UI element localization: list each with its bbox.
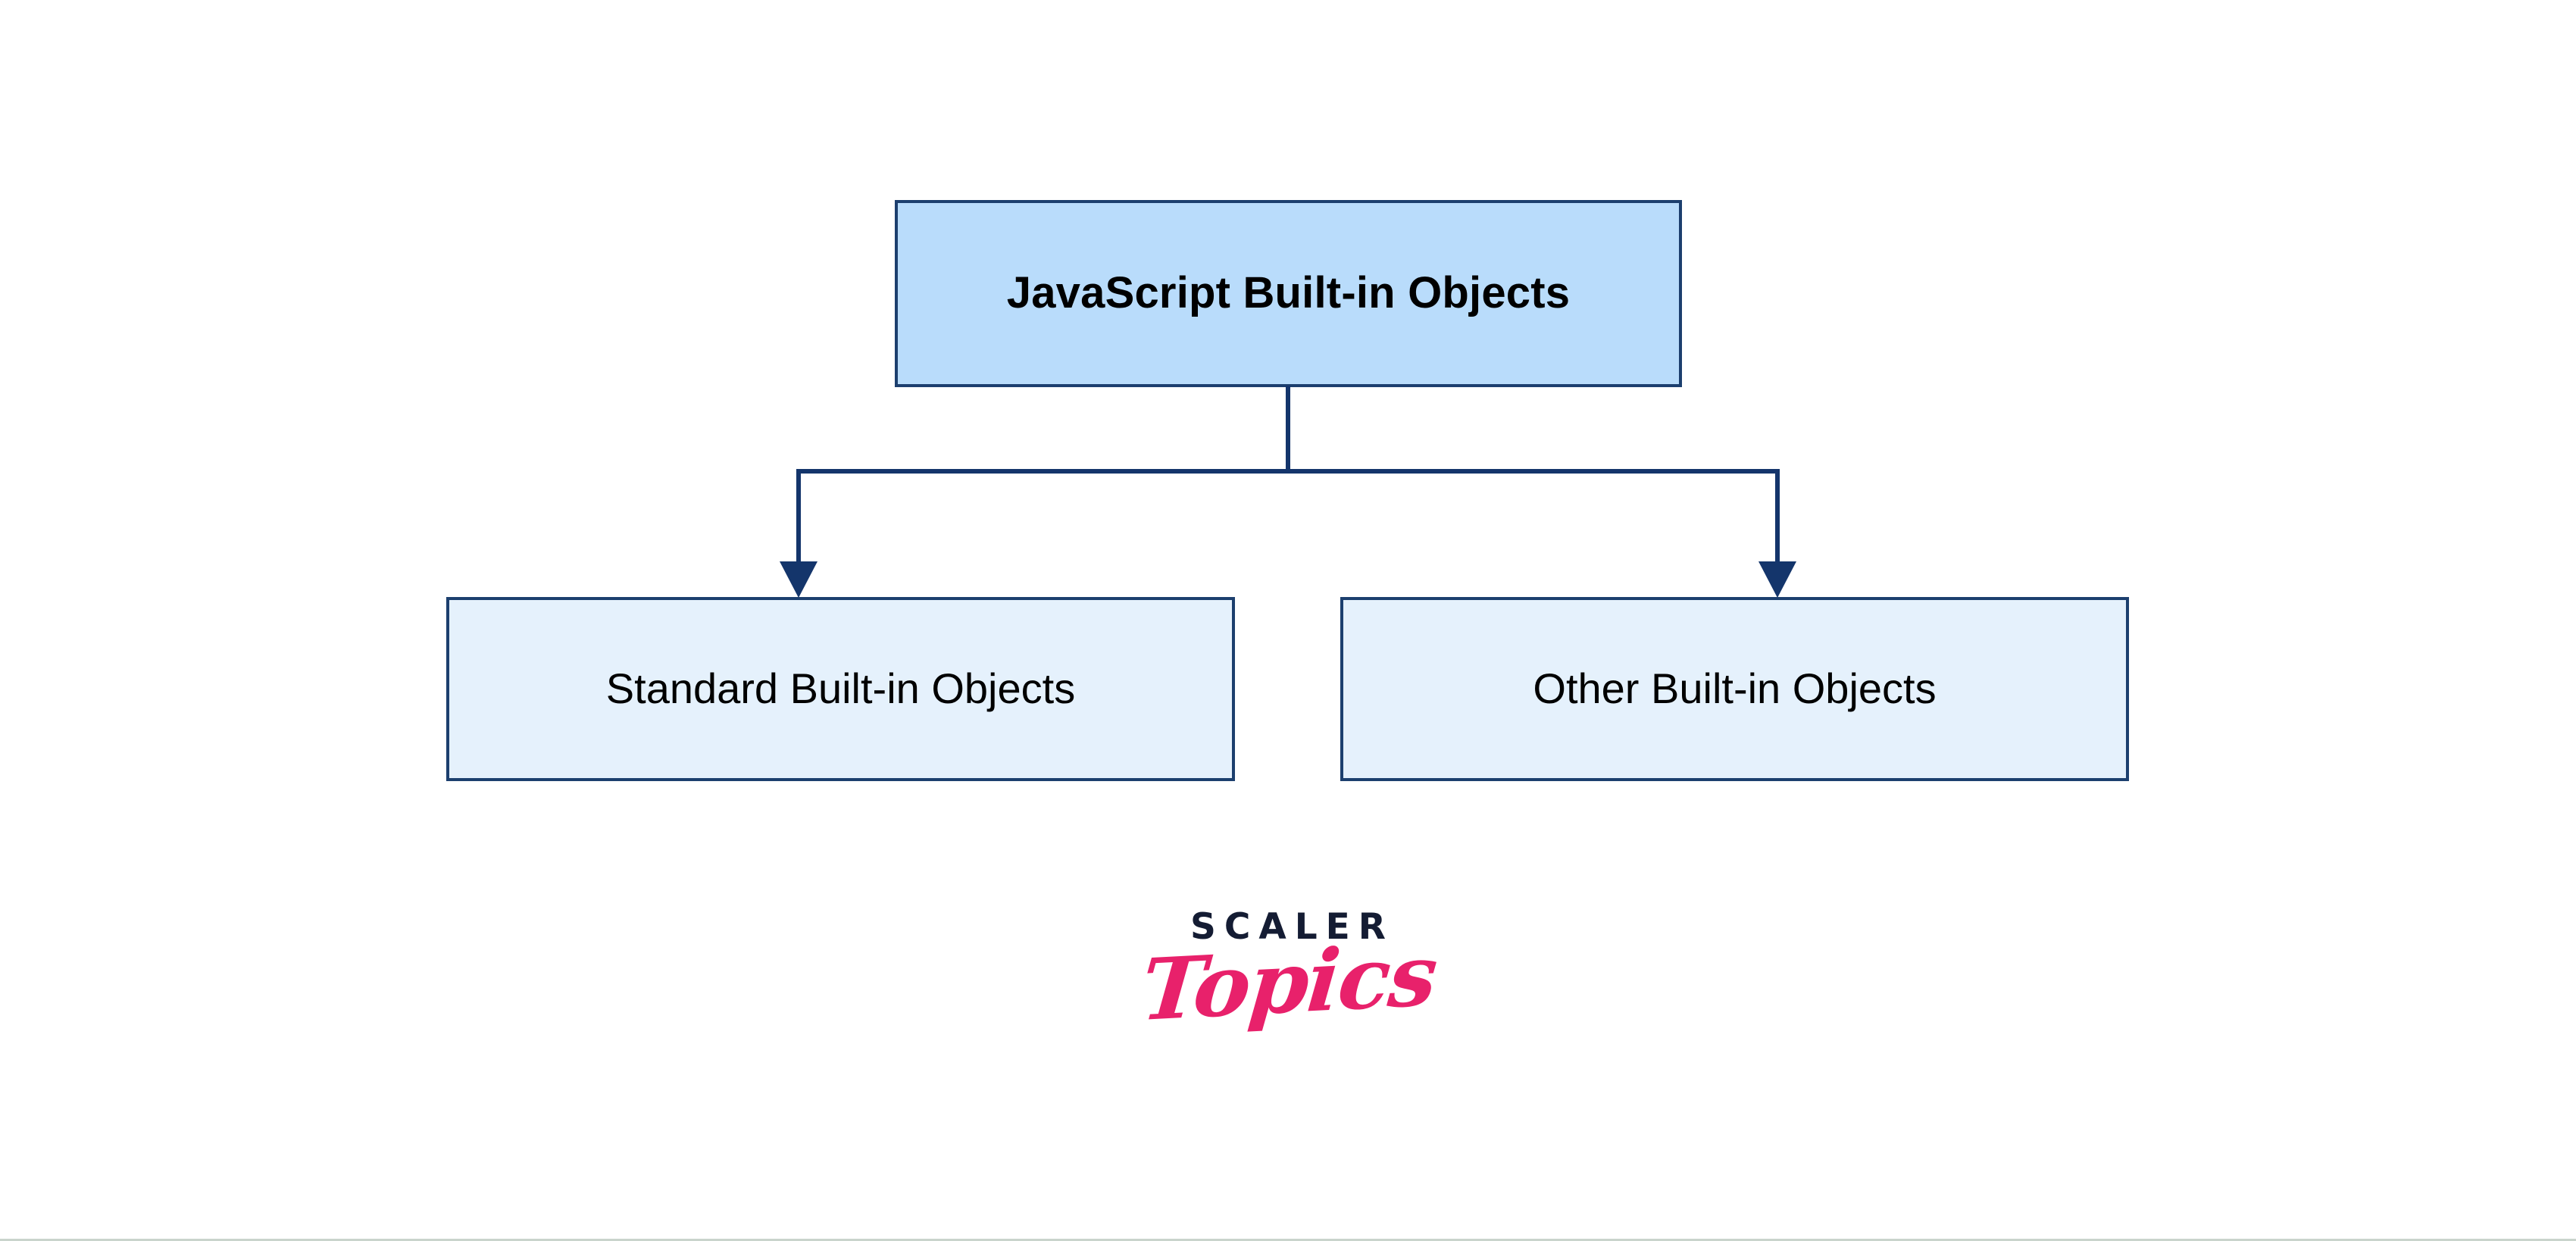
connector-horizontal-rail	[796, 469, 1780, 474]
logo-script-topics: Topics	[1137, 925, 1440, 1040]
node-other-built-in-objects: Other Built-in Objects	[1340, 597, 2129, 781]
node-child-left-label: Standard Built-in Objects	[605, 664, 1076, 713]
arrowhead-down-right-icon	[1758, 561, 1796, 598]
node-child-right-label: Other Built-in Objects	[1533, 664, 1937, 713]
node-javascript-built-in-objects: JavaScript Built-in Objects	[895, 200, 1682, 387]
node-root-label: JavaScript Built-in Objects	[1006, 268, 1571, 318]
connector-drop-right	[1775, 469, 1780, 566]
scaler-topics-logo: SCALER Topics	[1061, 909, 1515, 1083]
arrowhead-down-left-icon	[780, 561, 818, 598]
node-standard-built-in-objects: Standard Built-in Objects	[446, 597, 1235, 781]
logo-wordmark-scaler: SCALER	[1190, 906, 1394, 948]
connector-drop-left	[796, 469, 801, 566]
connector-stem	[1286, 386, 1290, 474]
